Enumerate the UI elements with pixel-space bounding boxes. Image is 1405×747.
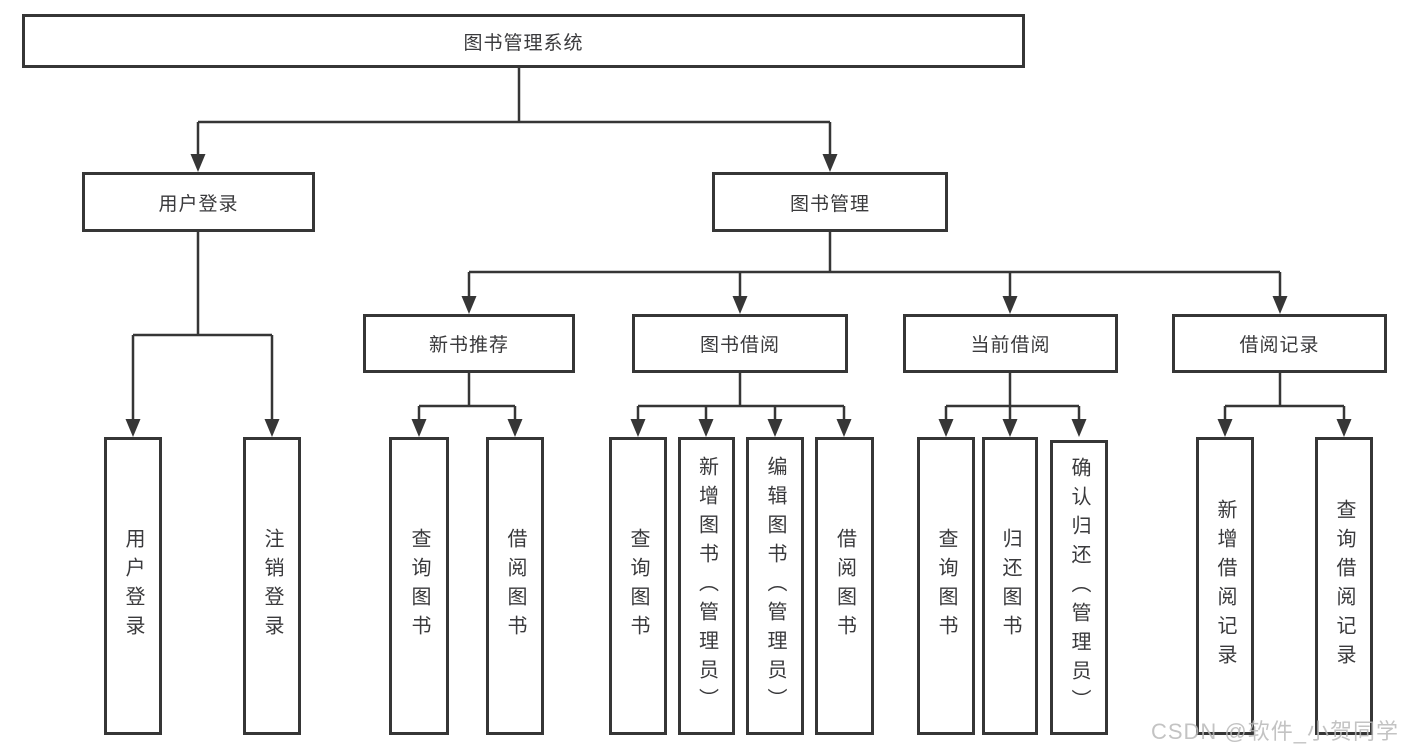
leaf-add-borrowing-record: 新增借阅记录 [1196, 437, 1254, 735]
leaf-logout: 注销登录 [243, 437, 301, 735]
node-borrowing-records: 借阅记录 [1172, 314, 1387, 373]
node-label: 当前借阅 [970, 335, 1051, 356]
csdn-watermark: CSDN @软件_小贺同学 [1150, 719, 1399, 744]
node-label: 新增图书（管理员） [695, 455, 718, 717]
leaf-borrow-books-borrowing: 借阅图书 [815, 437, 874, 735]
node-label: 用户登录 [122, 528, 144, 644]
node-label: 注销登录 [261, 528, 283, 644]
node-label: 借阅图书 [504, 528, 526, 644]
node-label: 新增借阅记录 [1214, 499, 1236, 673]
leaf-user-login: 用户登录 [104, 437, 162, 735]
node-label: 查询图书 [935, 528, 957, 644]
leaf-borrow-books-recommendation: 借阅图书 [486, 437, 544, 735]
node-label: 确认归还（管理员） [1068, 457, 1090, 718]
node-user-login: 用户登录 [82, 172, 315, 232]
node-label: 图书借阅 [699, 335, 780, 356]
node-label: 新书推荐 [428, 335, 509, 356]
node-label: 编辑图书（管理员） [764, 455, 786, 717]
node-label: 图书管理系统 [463, 32, 584, 54]
node-label: 图书管理 [789, 193, 870, 215]
leaf-confirm-return-admin: 确认归还（管理员） [1050, 440, 1108, 735]
leaf-edit-books-admin: 编辑图书（管理员） [746, 437, 804, 735]
node-label: 查询图书 [627, 528, 649, 644]
node-label: 借阅记录 [1239, 335, 1320, 356]
node-label: 用户登录 [158, 193, 239, 215]
node-label: 查询图书 [408, 528, 430, 644]
leaf-query-books-recommendation: 查询图书 [389, 437, 449, 735]
node-label: 借阅图书 [833, 528, 856, 644]
leaf-query-books-borrowing: 查询图书 [609, 437, 667, 735]
leaf-add-books-admin: 新增图书（管理员） [678, 437, 735, 735]
node-book-management: 图书管理 [712, 172, 948, 232]
leaf-query-books-current: 查询图书 [917, 437, 975, 735]
node-library-management-system: 图书管理系统 [22, 14, 1025, 68]
node-label: 查询借阅记录 [1333, 499, 1355, 673]
leaf-return-books: 归还图书 [982, 437, 1038, 735]
node-new-book-recommendation: 新书推荐 [363, 314, 575, 373]
leaf-query-borrowing-record: 查询借阅记录 [1315, 437, 1373, 735]
node-current-borrowing: 当前借阅 [903, 314, 1118, 373]
node-label: 归还图书 [999, 528, 1021, 644]
node-book-borrowing: 图书借阅 [632, 314, 848, 373]
